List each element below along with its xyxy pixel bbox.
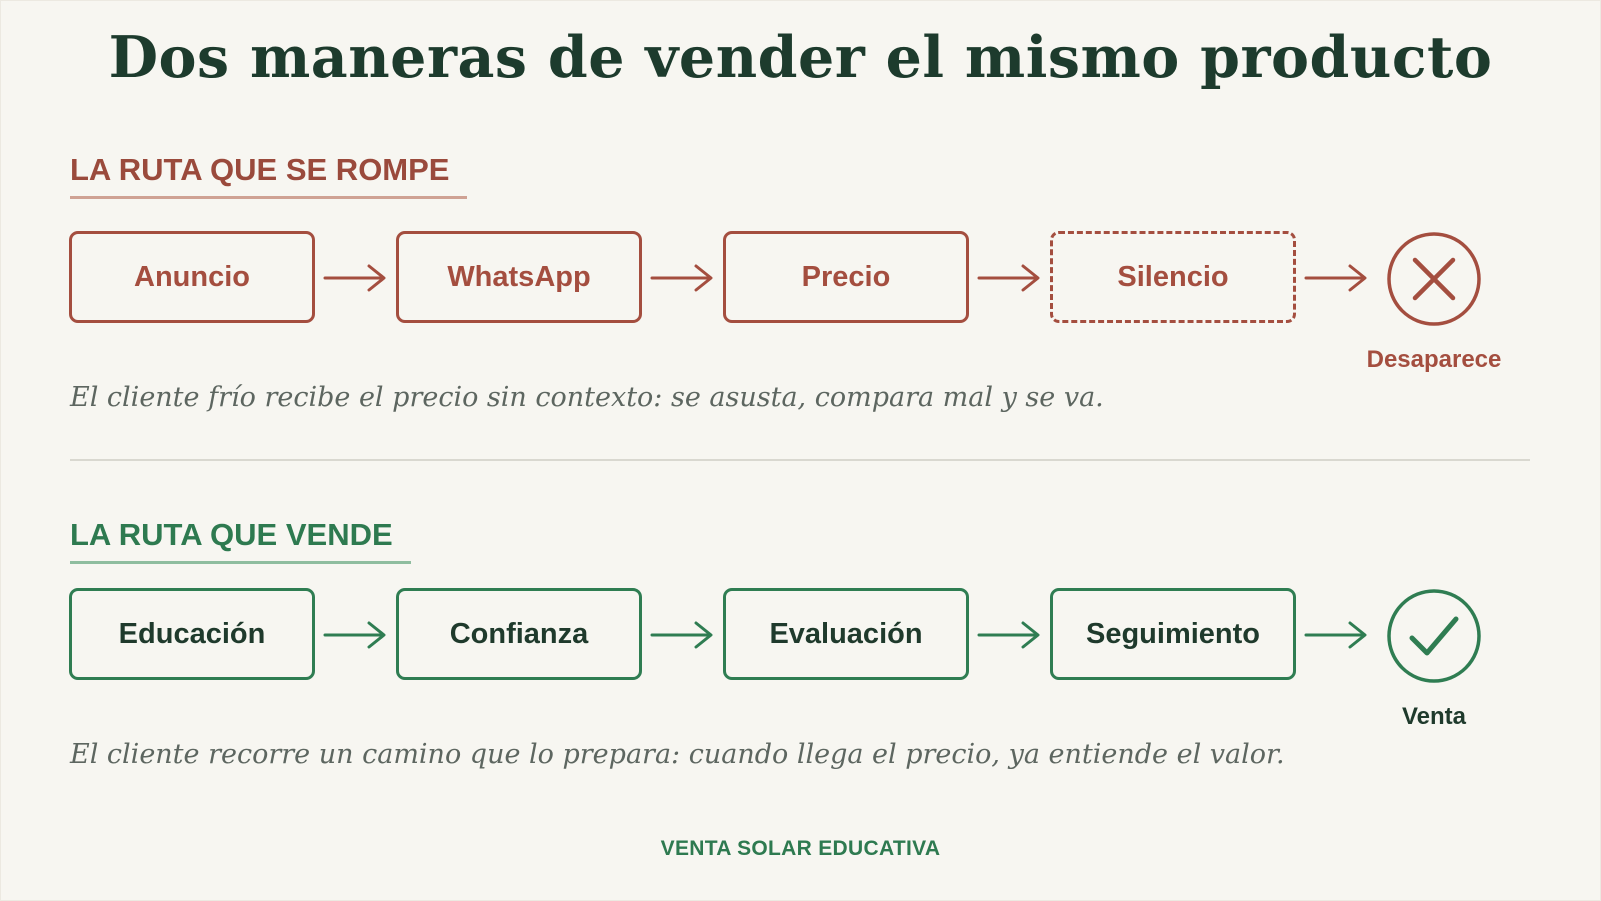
good-route-heading: LA RUTA QUE VENDE bbox=[70, 517, 411, 564]
page-title: Dos maneras de vender el mismo producto bbox=[108, 24, 1493, 91]
arrow-right-icon bbox=[1304, 264, 1367, 292]
arrow-right-icon bbox=[323, 621, 386, 649]
check-circle-icon bbox=[1387, 589, 1481, 683]
good-outcome-label: Venta bbox=[1401, 703, 1467, 730]
bad-route-heading: LA RUTA QUE SE ROMPE bbox=[70, 152, 468, 199]
bad-step-silencio: Silencio bbox=[1050, 231, 1296, 323]
bad-outcome-label: Desaparece bbox=[1366, 346, 1502, 373]
footer-brand: VENTA SOLAR EDUCATIVA bbox=[660, 837, 941, 860]
arrow-right-icon bbox=[1304, 621, 1367, 649]
arrow-right-icon bbox=[650, 264, 713, 292]
arrow-right-icon bbox=[977, 621, 1040, 649]
bad-step-precio: Precio bbox=[723, 231, 969, 323]
arrow-right-icon bbox=[323, 264, 386, 292]
good-step-seguimiento: Seguimiento bbox=[1050, 588, 1296, 680]
good-step-educacion: Educación bbox=[69, 588, 315, 680]
x-circle-icon bbox=[1387, 232, 1481, 326]
good-step-evaluacion: Evaluación bbox=[723, 588, 969, 680]
section-divider bbox=[70, 459, 1530, 461]
arrow-right-icon bbox=[650, 621, 713, 649]
arrow-right-icon bbox=[977, 264, 1040, 292]
bad-step-whatsapp: WhatsApp bbox=[396, 231, 642, 323]
good-step-confianza: Confianza bbox=[396, 588, 642, 680]
good-route-caption: El cliente recorre un camino que lo prep… bbox=[70, 739, 1285, 770]
bad-route-caption: El cliente frío recibe el precio sin con… bbox=[70, 382, 1104, 413]
bad-step-anuncio: Anuncio bbox=[69, 231, 315, 323]
